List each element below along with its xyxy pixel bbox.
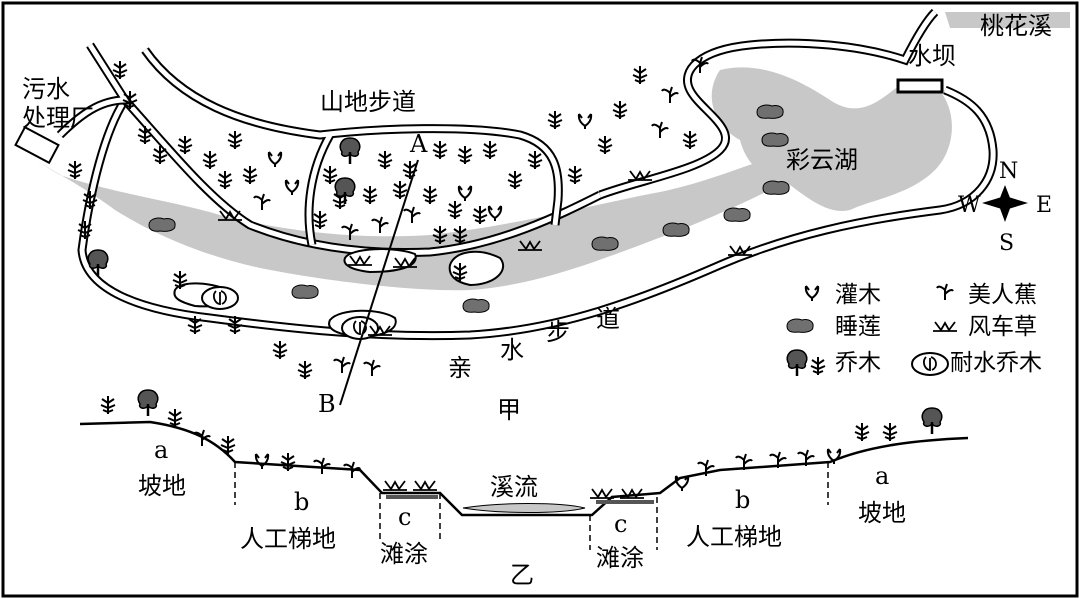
sewage-plant-label-1: 污水 bbox=[22, 75, 70, 103]
legend: 灌木 美人蕉 睡莲 风车草 乔木 耐水乔木 bbox=[786, 282, 1042, 378]
zone-b-east-name: 人工梯地 bbox=[686, 523, 782, 551]
waterside-trail-char-1: 亲 bbox=[448, 354, 472, 382]
zone-c-east: c bbox=[614, 510, 627, 538]
legend-lotus: 睡莲 bbox=[835, 314, 881, 340]
peach-creek-water bbox=[945, 12, 1070, 28]
lotus-icon bbox=[462, 298, 490, 313]
waterside-trail-char-2: 水 bbox=[500, 336, 524, 364]
compass-n: N bbox=[999, 159, 1018, 184]
legend-tree: 乔木 bbox=[835, 350, 881, 376]
compass-e: E bbox=[1036, 193, 1052, 218]
water-tree-icon bbox=[201, 286, 239, 310]
zone-dividers bbox=[234, 462, 829, 550]
legend-banana: 美人蕉 bbox=[968, 282, 1037, 308]
lotus-icon bbox=[591, 236, 619, 251]
zone-b-east: b bbox=[735, 486, 750, 514]
legend-water-tree: 耐水乔木 bbox=[950, 350, 1042, 376]
compass-s: S bbox=[999, 231, 1014, 256]
legend-shrub: 灌木 bbox=[835, 282, 881, 308]
zone-c-west-name: 滩涂 bbox=[380, 540, 428, 568]
profile-stream bbox=[462, 503, 586, 513]
banana-icon bbox=[936, 283, 954, 301]
lotus-icon bbox=[291, 284, 319, 299]
compass-rose: N S W E bbox=[958, 159, 1052, 256]
panel-jia-map: 污水 处理厂 山地步道 A B 水坝 桃花溪 彩云湖 亲 水 步 道 甲 N S… bbox=[14, 8, 1070, 424]
zone-c-east-name: 滩涂 bbox=[596, 544, 644, 572]
zone-a-west: a bbox=[154, 436, 168, 464]
windmill-grass-icon bbox=[932, 321, 958, 332]
lotus-icon bbox=[662, 222, 690, 237]
dam-label: 水坝 bbox=[908, 42, 956, 70]
profile-ground-line bbox=[79, 420, 969, 517]
stream-label: 溪流 bbox=[490, 473, 538, 501]
waterside-trail-char-3: 步 bbox=[546, 318, 570, 346]
panel-jia-label: 甲 bbox=[497, 396, 521, 424]
dam-structure bbox=[896, 78, 944, 94]
sewage-plant-label-2: 处理厂 bbox=[22, 104, 94, 132]
island-east bbox=[448, 250, 505, 287]
lotus-icon bbox=[756, 104, 784, 119]
lake-water bbox=[711, 67, 952, 211]
peach-creek-label: 桃花溪 bbox=[980, 12, 1052, 40]
panel-yi-label: 乙 bbox=[510, 561, 534, 589]
shrub-icon bbox=[804, 285, 820, 302]
zone-a-east: a bbox=[875, 462, 889, 490]
panel-yi-profile: a 坡地 b 人工梯地 c 滩涂 溪流 c 滩涂 b 人工梯地 a 坡地 乙 bbox=[79, 388, 969, 589]
waterside-trail-char-4: 道 bbox=[596, 305, 620, 333]
water-tree-icon bbox=[911, 352, 949, 376]
lotus-icon bbox=[148, 217, 176, 232]
point-a-label: A bbox=[409, 130, 428, 158]
zone-a-east-name: 坡地 bbox=[858, 499, 906, 527]
zone-b-west-name: 人工梯地 bbox=[240, 525, 336, 553]
creek-water bbox=[35, 140, 830, 291]
big-tree-icon bbox=[786, 348, 808, 378]
lotus-icon bbox=[786, 318, 814, 333]
section-line-ab bbox=[339, 159, 419, 406]
lotus-icon bbox=[762, 180, 790, 195]
lotus-icon bbox=[761, 132, 789, 147]
compass-w: W bbox=[958, 193, 981, 218]
mountain-trail-label: 山地步道 bbox=[320, 88, 416, 116]
zone-a-west-name: 坡地 bbox=[138, 472, 186, 500]
point-b-label: B bbox=[318, 390, 336, 418]
zone-b-west: b bbox=[294, 488, 309, 516]
lotus-icon bbox=[723, 207, 751, 222]
tree-icon bbox=[810, 356, 826, 376]
legend-windmill-grass: 风车草 bbox=[968, 314, 1037, 340]
zone-c-west: c bbox=[398, 503, 411, 531]
sewage-plant-building bbox=[14, 125, 60, 165]
lake-label: 彩云湖 bbox=[786, 146, 858, 174]
